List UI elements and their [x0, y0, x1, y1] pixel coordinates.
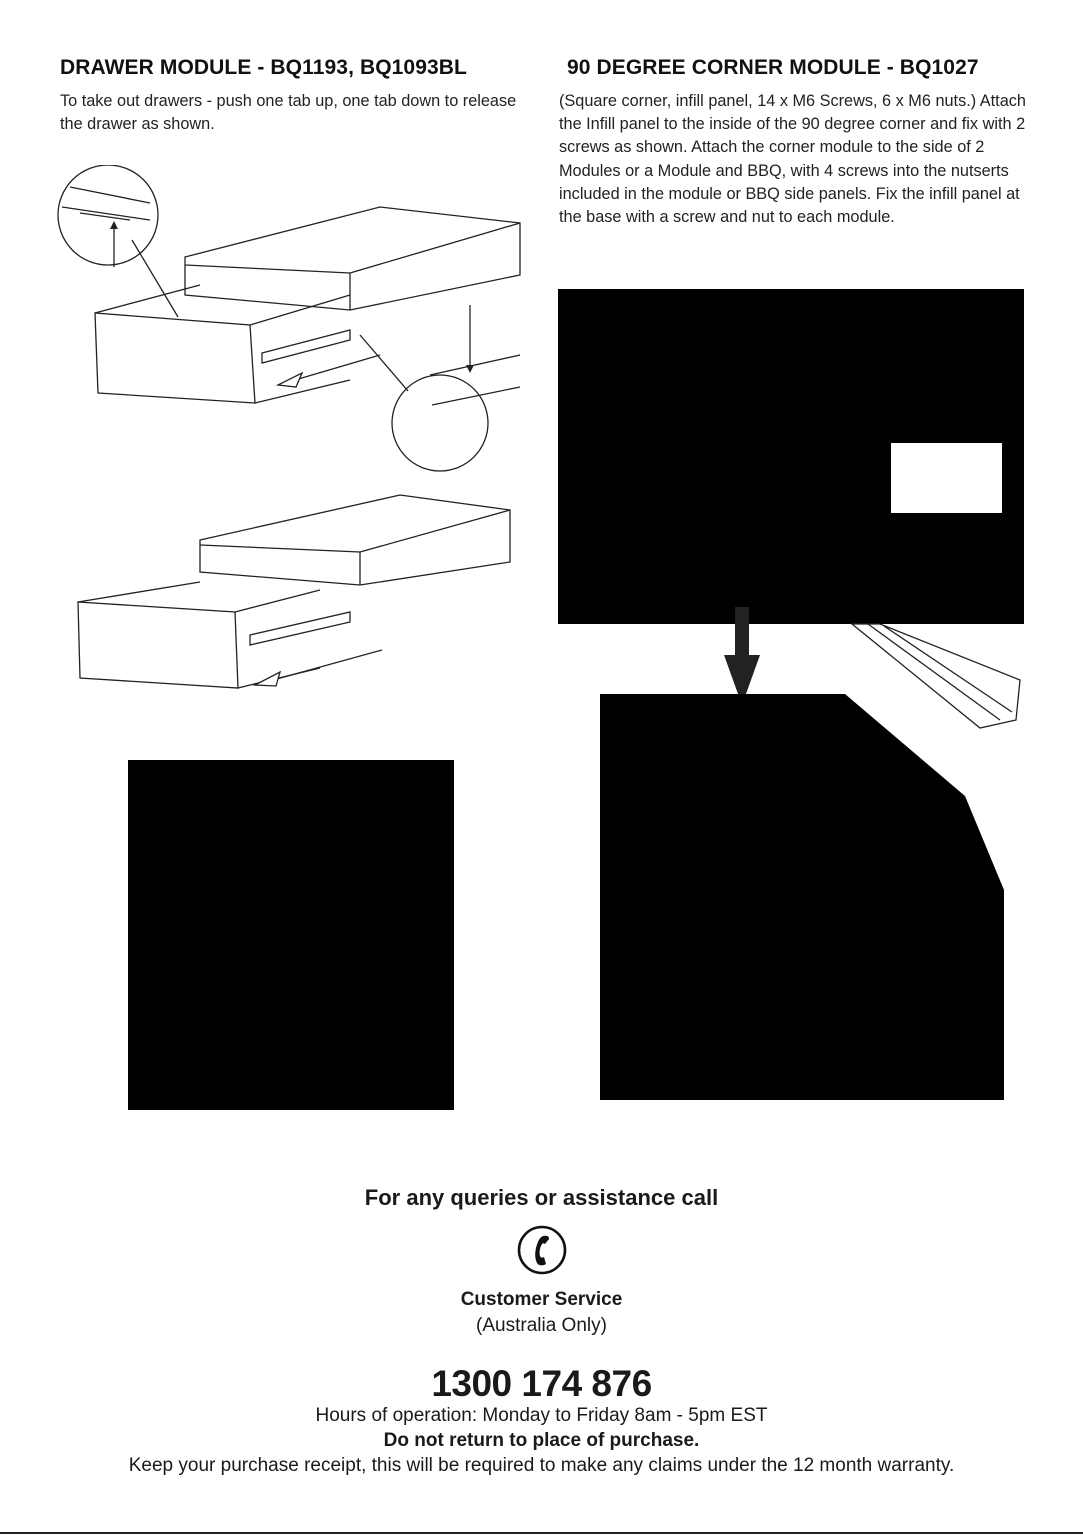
- redacted-image-right-bottom: [600, 694, 1004, 1100]
- infill-panel-illustration: [850, 623, 1021, 729]
- phone-number[interactable]: 1300 174 876: [431, 1363, 652, 1404]
- phone-icon: [517, 1225, 567, 1275]
- customer-service-region: (Australia Only): [476, 1315, 607, 1336]
- hours-of-operation: Hours of operation: Monday to Friday 8am…: [315, 1405, 768, 1426]
- footer-heading: For any queries or assistance call: [364, 1185, 719, 1210]
- white-label-area: [891, 443, 1002, 513]
- receipt-warranty-note: Keep your purchase receipt, this will be…: [128, 1455, 955, 1476]
- corner-module-description: (Square corner, infill panel, 14 x M6 Sc…: [559, 92, 1026, 227]
- corner-module-title: 90 DEGREE CORNER MODULE - BQ1027: [567, 56, 979, 79]
- redacted-image-left: [128, 760, 454, 1110]
- drawer-removal-illustration: [57, 165, 521, 472]
- bottom-divider: [0, 1532, 1083, 1534]
- arrow-down-icon: [724, 607, 760, 705]
- drawer-module-description: To take out drawers - push one tab up, o…: [60, 92, 517, 134]
- drawer-module-title: DRAWER MODULE - BQ1193, BQ1093BL: [60, 56, 467, 79]
- drawer-open-illustration: [77, 494, 511, 689]
- right-section: 90 DEGREE CORNER MODULE - BQ1027 (Square…: [559, 56, 1034, 229]
- left-section: DRAWER MODULE - BQ1193, BQ1093BL To take…: [60, 56, 530, 136]
- no-return-notice: Do not return to place of purchase.: [383, 1430, 700, 1451]
- customer-service-title: Customer Service: [460, 1289, 623, 1310]
